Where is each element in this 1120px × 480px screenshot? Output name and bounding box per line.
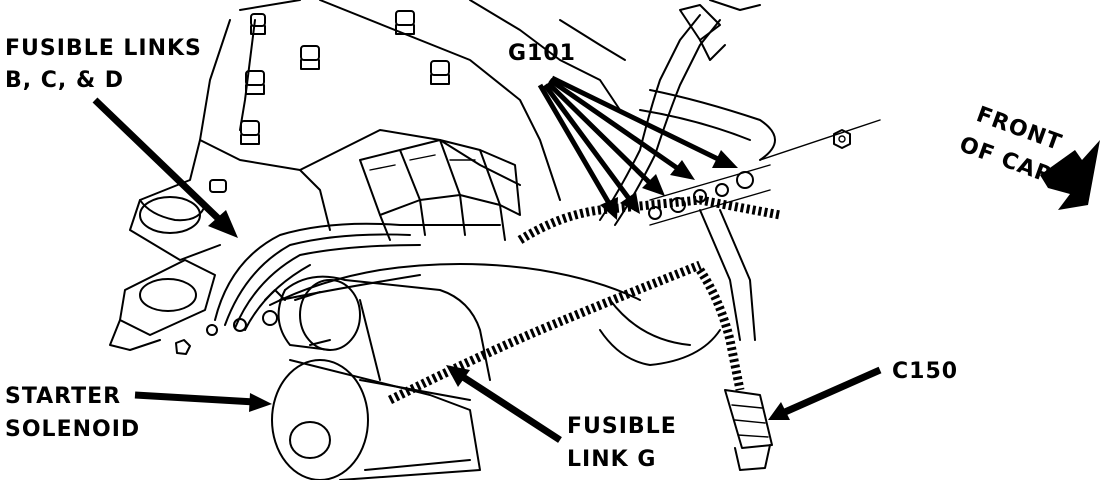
front-of-car-arrow <box>1040 140 1100 210</box>
plug-boots <box>359 139 521 241</box>
label-fusible-links-line1: FUSIBLE LINKS <box>5 36 202 61</box>
label-starter-line1: STARTER <box>5 384 121 409</box>
head-bolts <box>209 10 450 193</box>
starter-solenoid <box>271 359 481 480</box>
arrow-fusible-links <box>92 97 228 228</box>
labels: FUSIBLE LINKS B, C, & D G101 FRONT OF CA… <box>5 36 1065 472</box>
arrow-c150 <box>783 366 882 416</box>
wiring-harness <box>214 0 781 405</box>
label-fusible-g-line2: LINK G <box>567 447 656 472</box>
starter-motor <box>277 275 491 381</box>
label-fusible-links-line2: B, C, & D <box>5 68 124 93</box>
label-starter-line2: SOLENOID <box>5 417 140 442</box>
arrow-fan-g101 <box>537 75 738 220</box>
connector-c150 <box>724 389 773 471</box>
starter-terminals <box>175 289 331 355</box>
label-fusible-g-line1: FUSIBLE <box>567 414 677 439</box>
arrow-fusible-link-g <box>458 372 562 443</box>
arrow-starter-solenoid <box>134 391 256 406</box>
engine-block-outline <box>109 0 626 351</box>
label-c150: C150 <box>892 359 958 384</box>
label-g101: G101 <box>508 41 576 66</box>
callout-arrows <box>92 75 1100 443</box>
ground-nut <box>833 129 851 149</box>
ground-terminals-g101 <box>648 119 881 226</box>
